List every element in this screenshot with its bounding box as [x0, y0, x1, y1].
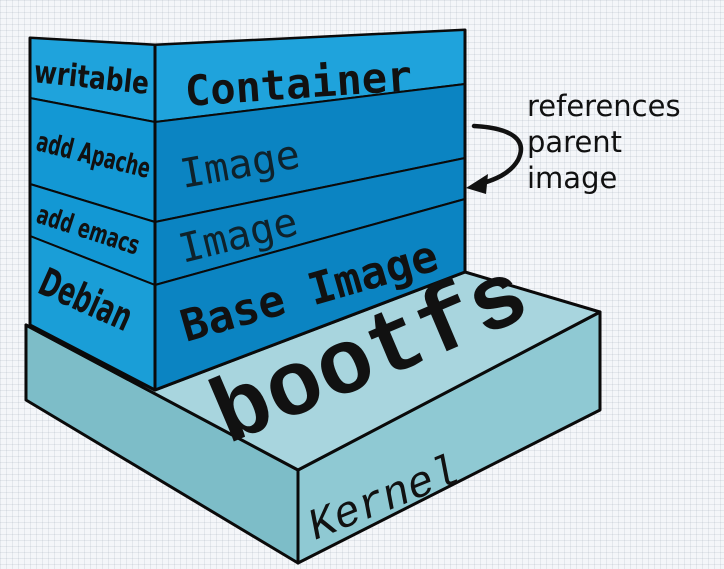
- annotation-text: references parent image: [527, 88, 681, 196]
- annotation-line-2: parent: [527, 125, 623, 159]
- bootfs-slab: [24, 270, 602, 565]
- annotation-line-1: references: [527, 89, 681, 123]
- curved-arrow-icon: [466, 123, 524, 194]
- annotation-line-3: image: [527, 161, 618, 195]
- apache-image-layer: [29, 83, 466, 223]
- container-layer: [28, 28, 467, 123]
